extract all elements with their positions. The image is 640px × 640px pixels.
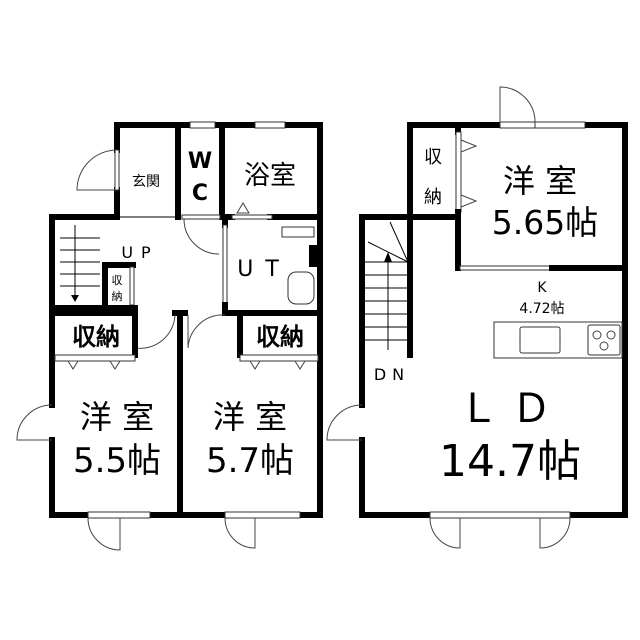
wc-label-c: C [192, 181, 208, 206]
bedroom-name: 洋 室 [503, 162, 577, 200]
bathroom-label: 浴室 [244, 161, 296, 191]
washbasin [287, 271, 315, 305]
closet-left-label: 収納 [72, 323, 120, 351]
bottom-door-2[interactable] [224, 517, 256, 549]
kitchen-size: 4.72帖 [519, 301, 564, 317]
utility-label: UT [237, 257, 291, 282]
floor-2-plan: 収 納 洋 室 5.65帖 K 4.72帖 DN Ｌ Ｄ 14.7帖 [326, 86, 628, 549]
wc-label-w: W [188, 149, 212, 174]
small-closet-label-2: 納 [112, 290, 123, 303]
living-dining-size: 14.7帖 [439, 436, 581, 487]
closet-right-label: 収納 [256, 323, 304, 351]
side-door-left[interactable] [16, 404, 53, 441]
living-dining-label: Ｌ Ｄ [459, 386, 552, 432]
floor-1-plan: 玄関 W C 浴室 UP UT 収 納 収納 収納 洋 室 5.5帖 洋 室 5… [16, 121, 323, 551]
bedroom-right-name: 洋 室 [213, 398, 287, 436]
side-door-right[interactable] [326, 404, 363, 441]
entrance-label: 玄関 [132, 173, 160, 190]
bedroom-size: 5.65帖 [492, 203, 598, 242]
stove [587, 324, 621, 356]
small-closet-label-1: 収 [112, 274, 123, 287]
stairs-down-label: DN [374, 365, 410, 384]
bottom-door-1[interactable] [87, 517, 121, 551]
stairs-up-label: UP [121, 243, 158, 262]
kitchen-label: K [537, 280, 547, 296]
bedroom-right-size: 5.7帖 [206, 441, 294, 481]
stairs-down [365, 221, 409, 350]
stairs-up [60, 225, 100, 302]
balcony-door[interactable] [499, 86, 536, 123]
bedroom-left-name: 洋 室 [80, 398, 154, 436]
bedroom-left-size: 5.5帖 [73, 441, 161, 481]
sink [519, 326, 561, 354]
kitchen-counter [493, 321, 623, 359]
bottom-door-3[interactable] [429, 517, 461, 549]
closet-label-2: 納 [424, 187, 442, 208]
bottom-door-4[interactable] [539, 517, 571, 549]
closet-label-1: 収 [424, 147, 442, 168]
entrance-door[interactable] [114, 149, 120, 191]
